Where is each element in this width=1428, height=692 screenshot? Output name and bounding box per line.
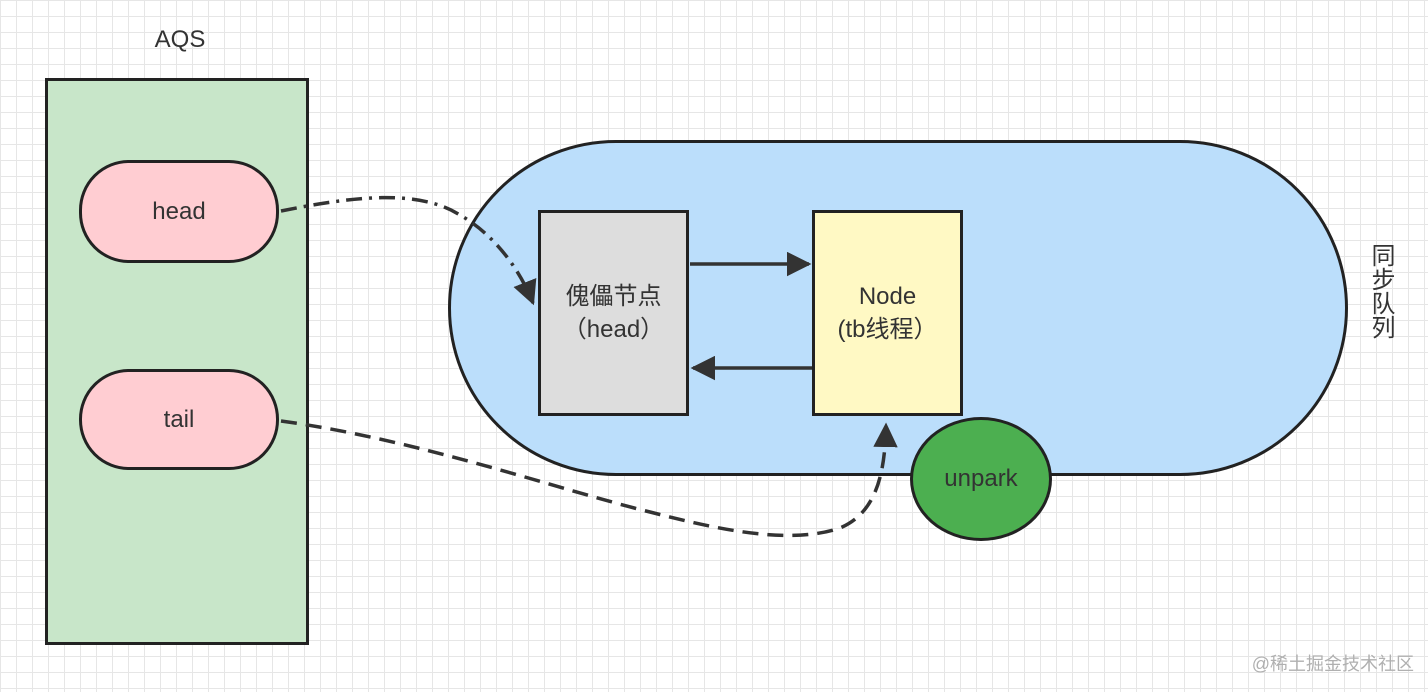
tb-node-line2: (tb线程） — [837, 316, 938, 343]
head-label: head — [152, 197, 206, 225]
unpark-circle: unpark — [910, 417, 1052, 541]
tail-pill: tail — [79, 369, 279, 470]
watermark: @稀土掘金技术社区 — [1251, 654, 1414, 674]
tb-thread-node: Node (tb线程） — [812, 210, 963, 416]
tail-label: tail — [163, 405, 195, 433]
head-to-dummy-arrow — [280, 195, 537, 306]
tb-node-line1: Node — [858, 283, 917, 310]
dummy-node-line1: 傀儡节点 — [565, 283, 662, 310]
aqs-title: AQS — [154, 26, 206, 53]
head-pill: head — [79, 160, 279, 263]
dummy-node-line2: （head） — [562, 316, 665, 343]
sync-queue-label: 同步队列 — [1367, 243, 1394, 339]
tail-to-tb-arrow — [280, 419, 898, 538]
unpark-label: unpark — [944, 465, 1018, 492]
dummy-head-node: 傀儡节点 （head） — [538, 210, 689, 416]
